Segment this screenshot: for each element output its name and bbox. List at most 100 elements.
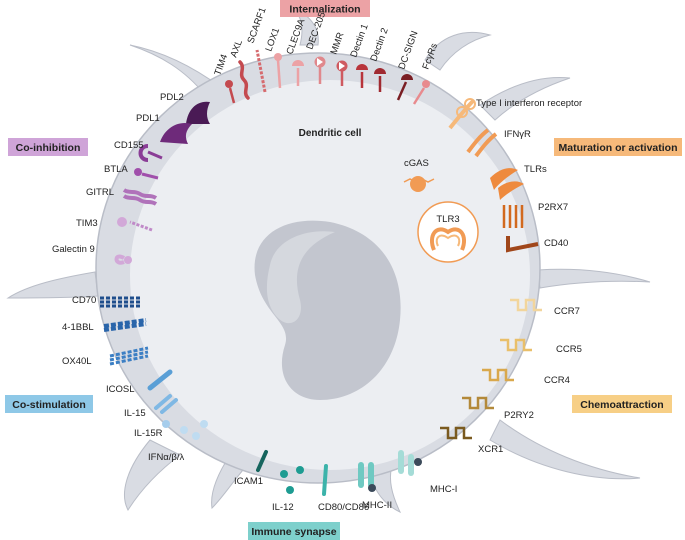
svg-text:P2RX7: P2RX7	[538, 202, 568, 213]
svg-text:TLRs: TLRs	[524, 164, 547, 175]
svg-text:ICOSL: ICOSL	[106, 384, 135, 395]
svg-text:CD155: CD155	[114, 140, 144, 151]
receptor-p2ry2: P2RY2	[462, 396, 534, 421]
category-maturation: Maturation or activation	[554, 138, 682, 156]
svg-text:IFNα/β/λ: IFNα/β/λ	[148, 452, 185, 463]
receptor-pdl1: PDL1	[136, 113, 192, 144]
svg-text:OX40L: OX40L	[62, 356, 92, 367]
svg-text:TIM3: TIM3	[76, 218, 98, 229]
svg-text:CD70: CD70	[72, 295, 96, 306]
receptor-btla: BTLA	[104, 164, 159, 180]
receptor-ccr7: CCR7	[510, 298, 580, 317]
category-co-stimulation-box	[5, 395, 93, 413]
receptor-mhc2: MHC-II	[358, 462, 392, 511]
svg-text:LOX1: LOX1	[263, 26, 282, 53]
dendrite-top-left	[129, 44, 224, 96]
category-co-inhibition-box	[8, 138, 88, 156]
receptor-ifnr1: Type I interferon receptor	[448, 98, 582, 130]
immune-synapse-receptors: ICAM1 IL-12 CD80/CD86 MHC-II MHC-I	[234, 450, 457, 513]
category-immune-synapse: Immune synapse	[248, 522, 340, 540]
svg-text:IL-15R: IL-15R	[134, 428, 163, 439]
svg-text:MMR: MMR	[328, 31, 346, 56]
receptor-il12: IL-12	[272, 466, 304, 513]
category-internalization: Internalization	[280, 0, 370, 17]
category-immune-synapse-box	[248, 522, 340, 540]
receptor-p2rx7: P2RX7	[502, 202, 568, 228]
dendrite-bottom	[123, 439, 181, 511]
maturation-receptors: Type I interferon receptor IFNγR cGAS TL…	[403, 98, 582, 263]
cell-body	[6, 7, 651, 514]
dendrite-right-bottom	[489, 419, 641, 480]
dendrite-top-right	[424, 32, 492, 71]
receptor-pdl2: PDL2	[160, 92, 210, 124]
svg-text:CD40: CD40	[544, 238, 568, 249]
receptor-galectin9: Galectin 9	[52, 244, 132, 265]
category-chemoattraction: Chemoattraction	[572, 395, 672, 413]
svg-text:XCR1: XCR1	[478, 444, 503, 455]
receptor-ifnabl: IFNα/β/λ	[148, 420, 208, 463]
svg-text:CCR4: CCR4	[544, 375, 570, 386]
svg-text:Galectin 9: Galectin 9	[52, 244, 95, 255]
category-immune-synapse-label: Immune synapse	[251, 526, 336, 538]
receptor-xcr1: XCR1	[440, 426, 503, 455]
receptor-ccr4: CCR4	[482, 368, 570, 386]
dendrite-right-mid	[537, 268, 651, 289]
receptor-ifngr: IFNγR	[466, 128, 531, 158]
receptor-cd70: CD70	[72, 295, 140, 308]
svg-text:CCR7: CCR7	[554, 306, 580, 317]
svg-text:CCR5: CCR5	[556, 344, 582, 355]
svg-text:IFNγR: IFNγR	[504, 129, 531, 140]
category-co-stimulation-label: Co-stimulation	[12, 399, 86, 411]
receptor-cd80: CD80/CD86	[318, 464, 369, 513]
chemoattraction-receptors: CCR7 CCR5 CCR4 P2RY2 XCR1	[440, 298, 582, 455]
receptor-tim4: TIM4	[212, 53, 236, 104]
svg-text:PDL2: PDL2	[160, 92, 184, 103]
category-co-inhibition: Co-inhibition	[8, 138, 88, 156]
svg-text:GITRL: GITRL	[86, 187, 114, 198]
category-internalization-box	[280, 0, 370, 17]
svg-text:Dectin 2: Dectin 2	[368, 27, 390, 64]
receptor-icosl: ICOSL	[106, 369, 173, 395]
svg-text:CD80/CD86: CD80/CD86	[318, 502, 369, 513]
receptor-il15: IL-15	[124, 394, 178, 419]
receptor-tlr3: TLR3	[417, 201, 479, 263]
dendrite-left	[6, 271, 99, 299]
receptor-icam1: ICAM1	[234, 450, 268, 487]
co-inhibition-receptors: PDL2 PDL1 CD155 BTLA GITRL TIM3	[52, 92, 210, 265]
receptor-mhc1: MHC-I	[398, 450, 457, 495]
receptor-ccr5: CCR5	[500, 338, 582, 355]
svg-text:SCARF1: SCARF1	[245, 6, 268, 45]
receptor-gitrl: GITRL	[86, 187, 158, 206]
category-co-stimulation: Co-stimulation	[5, 395, 93, 413]
receptor-tim3: TIM3	[76, 217, 153, 232]
receptor-il15r: IL-15R	[134, 420, 170, 439]
cell-label: Dendritic cell	[299, 128, 362, 139]
receptor-ox40l: OX40L	[62, 346, 149, 367]
category-internalization-label: Internalization	[289, 4, 360, 16]
svg-text:4-1BBL: 4-1BBL	[62, 322, 94, 333]
receptor-cd40: CD40	[506, 236, 568, 253]
receptor-tlrs: TLRs	[490, 164, 547, 200]
category-chemoattraction-box	[572, 395, 672, 413]
dendrite-right-top	[479, 76, 571, 121]
receptor-cgas: cGAS	[403, 158, 435, 192]
svg-text:PDL1: PDL1	[136, 113, 160, 124]
svg-text:BTLA: BTLA	[104, 164, 128, 175]
svg-text:DC-SIGN: DC-SIGN	[396, 29, 420, 71]
svg-text:Type I interferon receptor: Type I interferon receptor	[476, 98, 582, 109]
category-maturation-label: Maturation or activation	[558, 142, 677, 154]
receptor-cd155: CD155	[114, 140, 163, 162]
svg-text:Dectin 1: Dectin 1	[348, 23, 370, 60]
category-co-inhibition-label: Co-inhibition	[16, 142, 81, 154]
svg-text:TLR3: TLR3	[436, 214, 459, 225]
svg-text:MHC-II: MHC-II	[362, 500, 392, 511]
category-maturation-box	[554, 138, 682, 156]
svg-text:ICAM1: ICAM1	[234, 476, 263, 487]
svg-text:MHC-I: MHC-I	[430, 484, 457, 495]
svg-text:AXL: AXL	[228, 38, 244, 59]
co-stimulation-receptors: CD70 4-1BBL OX40L ICOSL IL-15 IL-15R IFN…	[62, 295, 208, 463]
svg-text:IL-15: IL-15	[124, 408, 146, 419]
svg-text:P2RY2: P2RY2	[504, 410, 534, 421]
svg-text:cGAS: cGAS	[404, 158, 429, 169]
